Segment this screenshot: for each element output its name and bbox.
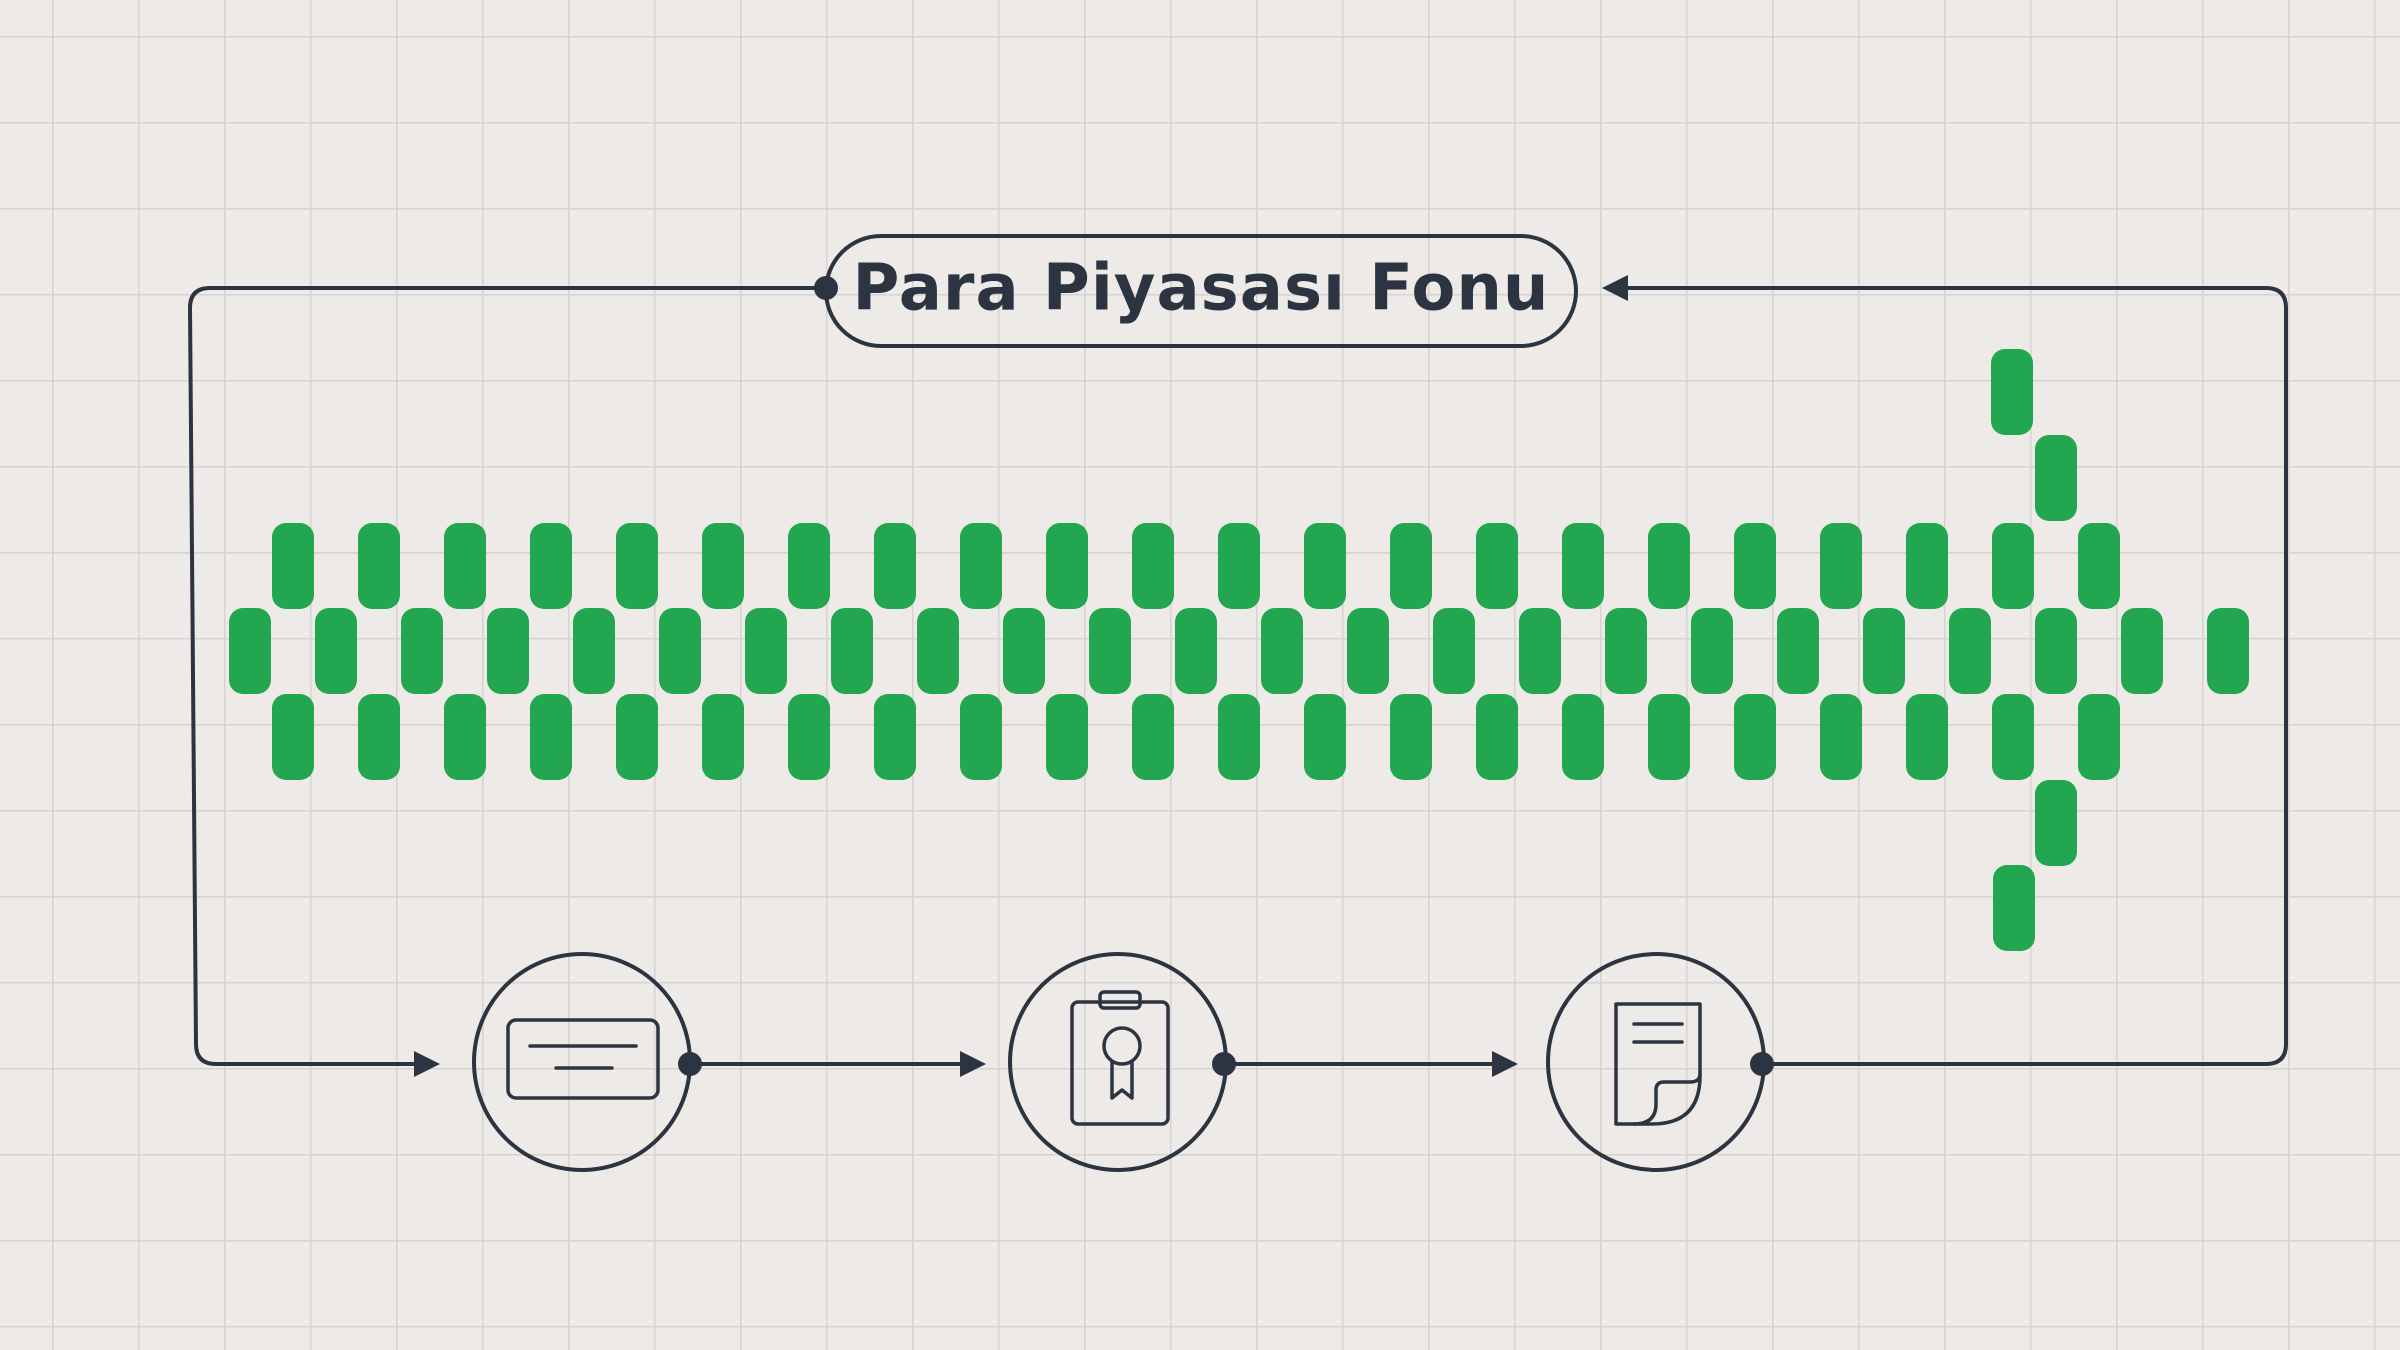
node-certificate <box>1008 952 1236 1172</box>
title-connector-dot <box>814 276 838 300</box>
flow-pill <box>917 608 959 694</box>
flow-pill <box>1390 694 1432 780</box>
flow-pill <box>1304 694 1346 780</box>
arrowheads <box>414 275 1628 1077</box>
flow-pill <box>788 694 830 780</box>
flow-pill <box>1949 608 1991 694</box>
flow-pill <box>1562 523 1604 609</box>
flow-pill <box>960 523 1002 609</box>
flow-pill <box>1476 523 1518 609</box>
flow-pill <box>1519 608 1561 694</box>
flow-pill <box>1175 608 1217 694</box>
flow-pill <box>1476 694 1518 780</box>
flow-pill <box>358 523 400 609</box>
connector-lines <box>188 286 2288 1066</box>
flow-pill <box>616 523 658 609</box>
flow-pill <box>272 694 314 780</box>
flow-pill <box>1046 523 1088 609</box>
flow-pill <box>1003 608 1045 694</box>
flow-pill <box>2078 694 2120 780</box>
flow-pill <box>1820 694 1862 780</box>
flow-pill <box>659 608 701 694</box>
flow-arrow <box>229 349 2249 951</box>
flow-pill <box>1993 865 2035 951</box>
flow-pill <box>487 608 529 694</box>
flow-pill <box>2035 780 2077 866</box>
flow-pill <box>1605 608 1647 694</box>
flow-pill <box>229 608 271 694</box>
connector-right-to-title <box>1612 286 2288 1066</box>
flow-pill <box>616 694 658 780</box>
node-document-circle <box>1546 952 1766 1172</box>
card-icon <box>506 1018 660 1100</box>
arrow-to-node2-icon <box>960 1051 986 1077</box>
node-document <box>1546 952 1774 1172</box>
flow-pill <box>2207 608 2249 694</box>
flow-pill <box>1433 608 1475 694</box>
flow-pill <box>1390 523 1432 609</box>
certificate-icon <box>1070 990 1170 1126</box>
flow-pill <box>1906 694 1948 780</box>
flow-pill <box>1218 694 1260 780</box>
flow-pill <box>1992 694 2034 780</box>
flow-pill <box>1820 523 1862 609</box>
flow-pill <box>530 523 572 609</box>
flow-pill <box>1089 608 1131 694</box>
flow-pill <box>1906 523 1948 609</box>
flow-pill <box>573 608 615 694</box>
flow-pill <box>1132 694 1174 780</box>
flow-pill <box>2078 523 2120 609</box>
flow-pill <box>1648 694 1690 780</box>
flow-pill <box>1991 349 2033 435</box>
flow-pill <box>788 523 830 609</box>
page-title: Para Piyasası Fonu <box>853 252 1550 326</box>
connector-title-to-left <box>188 286 828 1066</box>
flow-pill <box>1562 694 1604 780</box>
flow-pill <box>2121 608 2163 694</box>
title-pill: Para Piyasası Fonu <box>814 234 1578 348</box>
flow-pill <box>2035 608 2077 694</box>
flow-pill <box>1218 523 1260 609</box>
flow-pill <box>1734 523 1776 609</box>
flow-pill <box>1863 608 1905 694</box>
node-card-connector-dot <box>678 1052 702 1076</box>
flow-pill <box>272 523 314 609</box>
flow-pill <box>315 608 357 694</box>
flow-pill <box>1304 523 1346 609</box>
flow-pill <box>444 694 486 780</box>
document-icon <box>1614 1002 1702 1126</box>
arrow-to-node1-icon <box>414 1051 440 1077</box>
flow-pill <box>702 523 744 609</box>
flow-pill <box>702 694 744 780</box>
flow-pill <box>874 523 916 609</box>
flow-pill <box>530 694 572 780</box>
flow-pill <box>358 694 400 780</box>
flow-pill <box>1992 523 2034 609</box>
flow-pill <box>874 694 916 780</box>
flow-pill <box>1132 523 1174 609</box>
node-certificate-connector-dot <box>1212 1052 1236 1076</box>
node-document-connector-dot <box>1750 1052 1774 1076</box>
flow-pill <box>745 608 787 694</box>
flow-pill <box>1648 523 1690 609</box>
arrow-to-title-icon <box>1602 275 1628 301</box>
node-card <box>472 952 702 1172</box>
flow-pill <box>960 694 1002 780</box>
flow-pill <box>444 523 486 609</box>
arrow-to-node3-icon <box>1492 1051 1518 1077</box>
flow-pill <box>2035 435 2077 521</box>
flow-pill <box>831 608 873 694</box>
flow-pill <box>1347 608 1389 694</box>
flow-pill <box>401 608 443 694</box>
flow-pill <box>1261 608 1303 694</box>
flow-pill <box>1691 608 1733 694</box>
flow-pill <box>1777 608 1819 694</box>
flow-pill <box>1046 694 1088 780</box>
flow-pill <box>1734 694 1776 780</box>
